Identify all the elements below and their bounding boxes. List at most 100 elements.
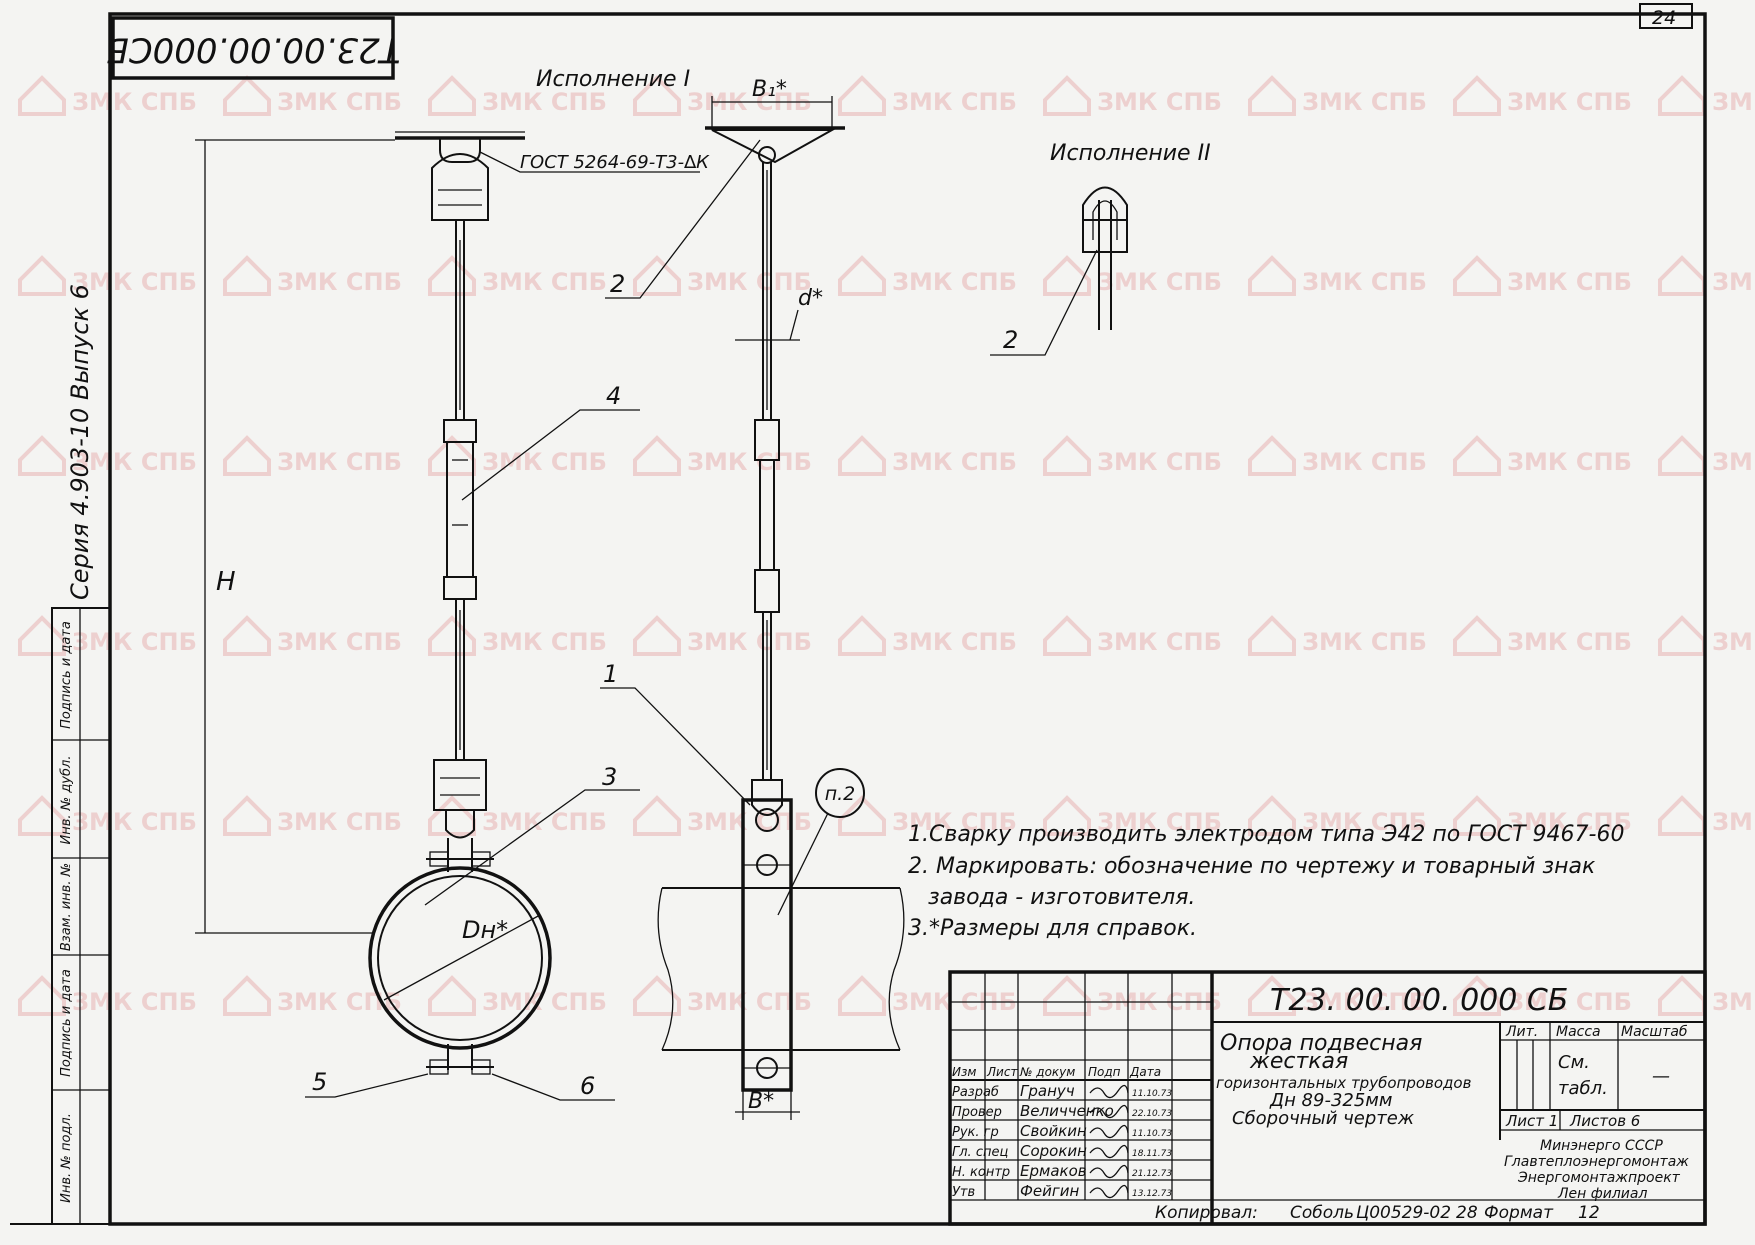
watermark-house-icon bbox=[18, 795, 66, 836]
watermark-house-icon bbox=[1248, 435, 1296, 476]
watermark-house-icon bbox=[223, 615, 271, 656]
watermark-house-icon bbox=[223, 795, 271, 836]
watermark-text: ЗМК СПБ bbox=[1712, 808, 1755, 836]
watermark-mark: ЗМК СПБ bbox=[1453, 975, 1632, 1016]
watermark-text: ЗМК СПБ bbox=[1507, 88, 1632, 116]
watermark-mark: ЗМК СПБ bbox=[18, 975, 197, 1016]
watermark-house-icon bbox=[633, 795, 681, 836]
tb-doc-code: Т23. 00. 00. 000 СБ bbox=[1270, 983, 1568, 1018]
watermark-mark: ЗМК СПБ bbox=[223, 795, 402, 836]
watermark-mark: ЗМК СПБ bbox=[1453, 255, 1632, 296]
watermark-text: ЗМК СПБ bbox=[892, 808, 1017, 836]
watermark-mark: ЗМК СПБ bbox=[1043, 255, 1222, 296]
tb-header-sign: Подп bbox=[1088, 1065, 1121, 1079]
watermark-text: ЗМК СПБ bbox=[482, 448, 607, 476]
watermark-mark: ЗМК СПБ bbox=[428, 75, 607, 116]
tb-sheet: Лист 1 bbox=[1505, 1112, 1558, 1130]
page-number: 24 bbox=[1652, 7, 1676, 29]
watermark-house-icon bbox=[838, 255, 886, 296]
position-5: 5 bbox=[312, 1068, 327, 1096]
watermark-house-icon bbox=[633, 975, 681, 1016]
tb-role: Гл. спец bbox=[952, 1145, 1008, 1160]
strip-label-2: Инв. № дубл. bbox=[59, 756, 74, 845]
strip-label-1: Подпись и дата bbox=[59, 621, 74, 729]
tb-person-name: Сорокин bbox=[1020, 1142, 1087, 1160]
view-variant-2: Исполнение II 2 bbox=[990, 141, 1211, 356]
watermark-mark: ЗМК СПБ bbox=[1658, 75, 1755, 116]
tb-mass-value-1: См. bbox=[1558, 1052, 1590, 1073]
tb-format-value: 12 bbox=[1578, 1203, 1600, 1223]
watermark-mark: ЗМК СПБ bbox=[1248, 435, 1427, 476]
watermark-mark: ЗМК СПБ bbox=[18, 795, 197, 836]
view-front: Dн* H ГОСТ 5264-69-Т3-∆К 4 3 5 6 bbox=[195, 131, 710, 1101]
pipe bbox=[377, 875, 543, 1041]
watermark-mark: ЗМК СПБ bbox=[1658, 795, 1755, 836]
watermark-mark: ЗМК СПБ bbox=[223, 255, 402, 296]
watermark-text: ЗМК СПБ bbox=[277, 808, 402, 836]
tb-org-2: Главтеплоэнергомонтаж bbox=[1504, 1154, 1689, 1170]
watermark-mark: ЗМК СПБ bbox=[1658, 255, 1755, 296]
watermark-mark: ЗМК СПБ bbox=[633, 975, 812, 1016]
watermark-mark: ЗМК СПБ bbox=[838, 255, 1017, 296]
tb-name-4: Дн 89-325мм bbox=[1269, 1090, 1392, 1111]
watermark-house-icon bbox=[1453, 75, 1501, 116]
watermark-house-icon bbox=[1248, 75, 1296, 116]
watermark-mark: ЗМК СПБ bbox=[428, 255, 607, 296]
watermark-house-icon bbox=[223, 255, 271, 296]
watermark-house-icon bbox=[1658, 255, 1706, 296]
watermark-house-icon bbox=[1043, 75, 1091, 116]
watermark-mark: ЗМК СПБ bbox=[633, 255, 812, 296]
watermark-mark: ЗМК СПБ bbox=[1043, 975, 1222, 1016]
tb-name-3: горизонтальных трубопроводов bbox=[1216, 1074, 1472, 1092]
tb-person-name: Свойкин bbox=[1020, 1122, 1087, 1140]
clamp-strap-side bbox=[741, 798, 793, 1092]
watermark-text: ЗМК СПБ bbox=[892, 88, 1017, 116]
watermark-mark: ЗМК СПБ bbox=[18, 255, 197, 296]
watermark-text: ЗМК СПБ bbox=[72, 88, 197, 116]
turnbuckle-body bbox=[446, 441, 474, 578]
watermark-house-icon bbox=[1453, 975, 1501, 1016]
rotated-stamp: Т23.00.00.000СБ bbox=[106, 16, 401, 80]
note-callout-circle bbox=[815, 768, 865, 818]
watermark-mark: ЗМК СПБ bbox=[1248, 615, 1427, 656]
dn-dimension-line bbox=[383, 914, 541, 1001]
tb-person-name: Фейгин bbox=[1020, 1182, 1080, 1200]
watermark-mark: ЗМК СПБ bbox=[223, 615, 402, 656]
signature-scribble-icon bbox=[1089, 1104, 1129, 1119]
position-6: 6 bbox=[580, 1072, 595, 1100]
watermark-mark: ЗМК СПБ bbox=[1453, 795, 1632, 836]
watermark-mark: ЗМК СПБ bbox=[1658, 615, 1755, 656]
watermark-mark: ЗМК СПБ bbox=[838, 975, 1017, 1016]
watermark-text: ЗМК СПБ bbox=[892, 628, 1017, 656]
technical-notes: 1.Сварку производить электродом типа Э42… bbox=[908, 822, 1624, 941]
watermark-house-icon bbox=[838, 435, 886, 476]
tb-role: Утв bbox=[952, 1185, 975, 1200]
watermark-mark: ЗМК СПБ bbox=[18, 615, 197, 656]
watermark-mark: ЗМК СПБ bbox=[1453, 435, 1632, 476]
tb-date: 11.10.73 bbox=[1132, 1089, 1172, 1099]
watermark-house-icon bbox=[1043, 795, 1091, 836]
watermark-mark: ЗМК СПБ bbox=[1248, 795, 1427, 836]
watermark-house-icon bbox=[838, 975, 886, 1016]
watermark-text: ЗМК СПБ bbox=[1507, 448, 1632, 476]
strip-label-5: Инв. № подл. bbox=[59, 1113, 74, 1203]
watermark-text: ЗМК СПБ bbox=[1302, 988, 1427, 1016]
watermark-house-icon bbox=[633, 435, 681, 476]
watermark-text: ЗМК СПБ bbox=[1712, 268, 1755, 296]
rotated-doc-code: Т23.00.00.000СБ bbox=[106, 30, 401, 70]
view2-position: 2 bbox=[1003, 326, 1018, 354]
watermark-mark: ЗМК СПБ bbox=[1043, 75, 1222, 116]
tb-scale-label: Масштаб bbox=[1621, 1024, 1688, 1040]
tb-header-date: Дата bbox=[1129, 1065, 1161, 1079]
watermark-house-icon bbox=[838, 75, 886, 116]
watermark-text: ЗМК СПБ bbox=[892, 268, 1017, 296]
watermark-house-icon bbox=[223, 75, 271, 116]
position-2: 2 bbox=[610, 270, 625, 298]
watermark-mark: ЗМК СПБ bbox=[223, 435, 402, 476]
left-strip: Подпись и дата Инв. № дубл. Взам. инв. №… bbox=[51, 607, 111, 1225]
dim-b: B* bbox=[748, 1089, 774, 1114]
watermark-text: ЗМК СПБ bbox=[72, 628, 197, 656]
watermark-house-icon bbox=[1453, 255, 1501, 296]
watermark-text: ЗМК СПБ bbox=[482, 808, 607, 836]
